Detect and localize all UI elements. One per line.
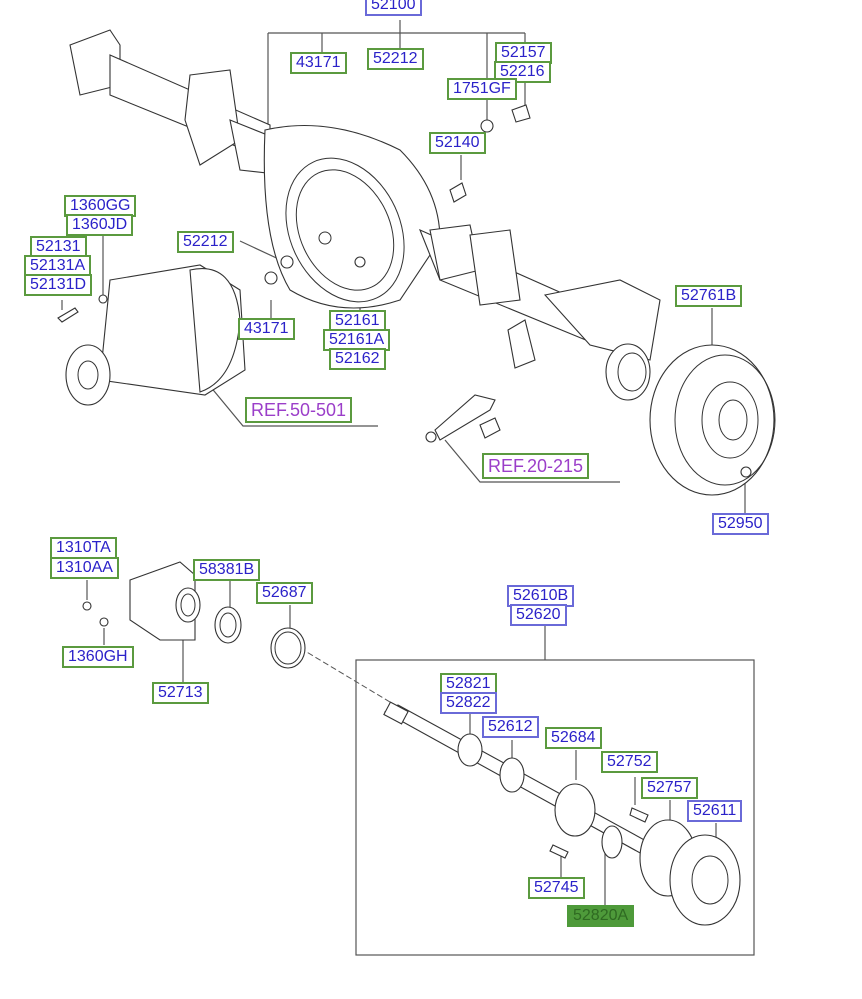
part-label-52745[interactable]: 52745: [528, 877, 585, 899]
brake-drum-drawing: [649, 344, 776, 496]
sealant-tube-drawing: [425, 394, 501, 443]
part-label-1310TA[interactable]: 1310TA: [50, 537, 117, 559]
part-label-52131D[interactable]: 52131D: [24, 274, 93, 296]
part-label-1360GH[interactable]: 1360GH: [62, 646, 134, 668]
part-label-52684[interactable]: 52684: [545, 727, 602, 749]
part-label-43171[interactable]: 43171: [290, 52, 347, 74]
part-label-52713[interactable]: 52713: [152, 682, 209, 704]
part-label-52950[interactable]: 52950: [712, 513, 769, 535]
part-label-52822[interactable]: 52822: [440, 692, 497, 714]
bearing-housing-drawing: [82, 561, 306, 669]
part-label-1751GF[interactable]: 1751GF: [447, 78, 517, 100]
part-label-52212[interactable]: 52212: [367, 48, 424, 70]
part-label-52757[interactable]: 52757: [641, 777, 698, 799]
axle-shaft-drawing: [383, 701, 741, 926]
part-label-52611[interactable]: 52611: [687, 800, 743, 822]
part-label-52131A[interactable]: 52131A: [24, 255, 92, 277]
part-label-1310AA[interactable]: 1310AA: [50, 557, 119, 579]
part-label-52212-mid[interactable]: 52212: [177, 231, 234, 253]
part-label-1360JD[interactable]: 1360JD: [66, 214, 134, 236]
part-label-52687[interactable]: 52687: [256, 582, 313, 604]
differential-drawing: [57, 104, 531, 406]
part-label-43171-mid[interactable]: 43171: [238, 318, 295, 340]
part-label-52620[interactable]: 52620: [510, 604, 567, 626]
part-label-52612[interactable]: 52612: [482, 716, 539, 738]
part-label-52216[interactable]: 52216: [494, 61, 551, 83]
part-label-52162[interactable]: 52162: [329, 348, 386, 370]
ref-label-20-215[interactable]: REF.20-215: [482, 453, 590, 479]
part-label-1360GG[interactable]: 1360GG: [64, 195, 137, 217]
leader-lines: [61, 20, 755, 956]
part-label-58381B[interactable]: 58381B: [193, 559, 261, 581]
part-label-52100[interactable]: 52100: [365, 0, 422, 16]
part-label-52140[interactable]: 52140: [429, 132, 486, 154]
axle-housing-drawing: [69, 29, 661, 401]
part-label-52761B[interactable]: 52761B: [675, 285, 743, 307]
part-label-52752[interactable]: 52752: [601, 751, 658, 773]
ref-label-50-501[interactable]: REF.50-501: [245, 397, 353, 423]
part-label-52820A-highlighted[interactable]: 52820A: [567, 905, 635, 927]
